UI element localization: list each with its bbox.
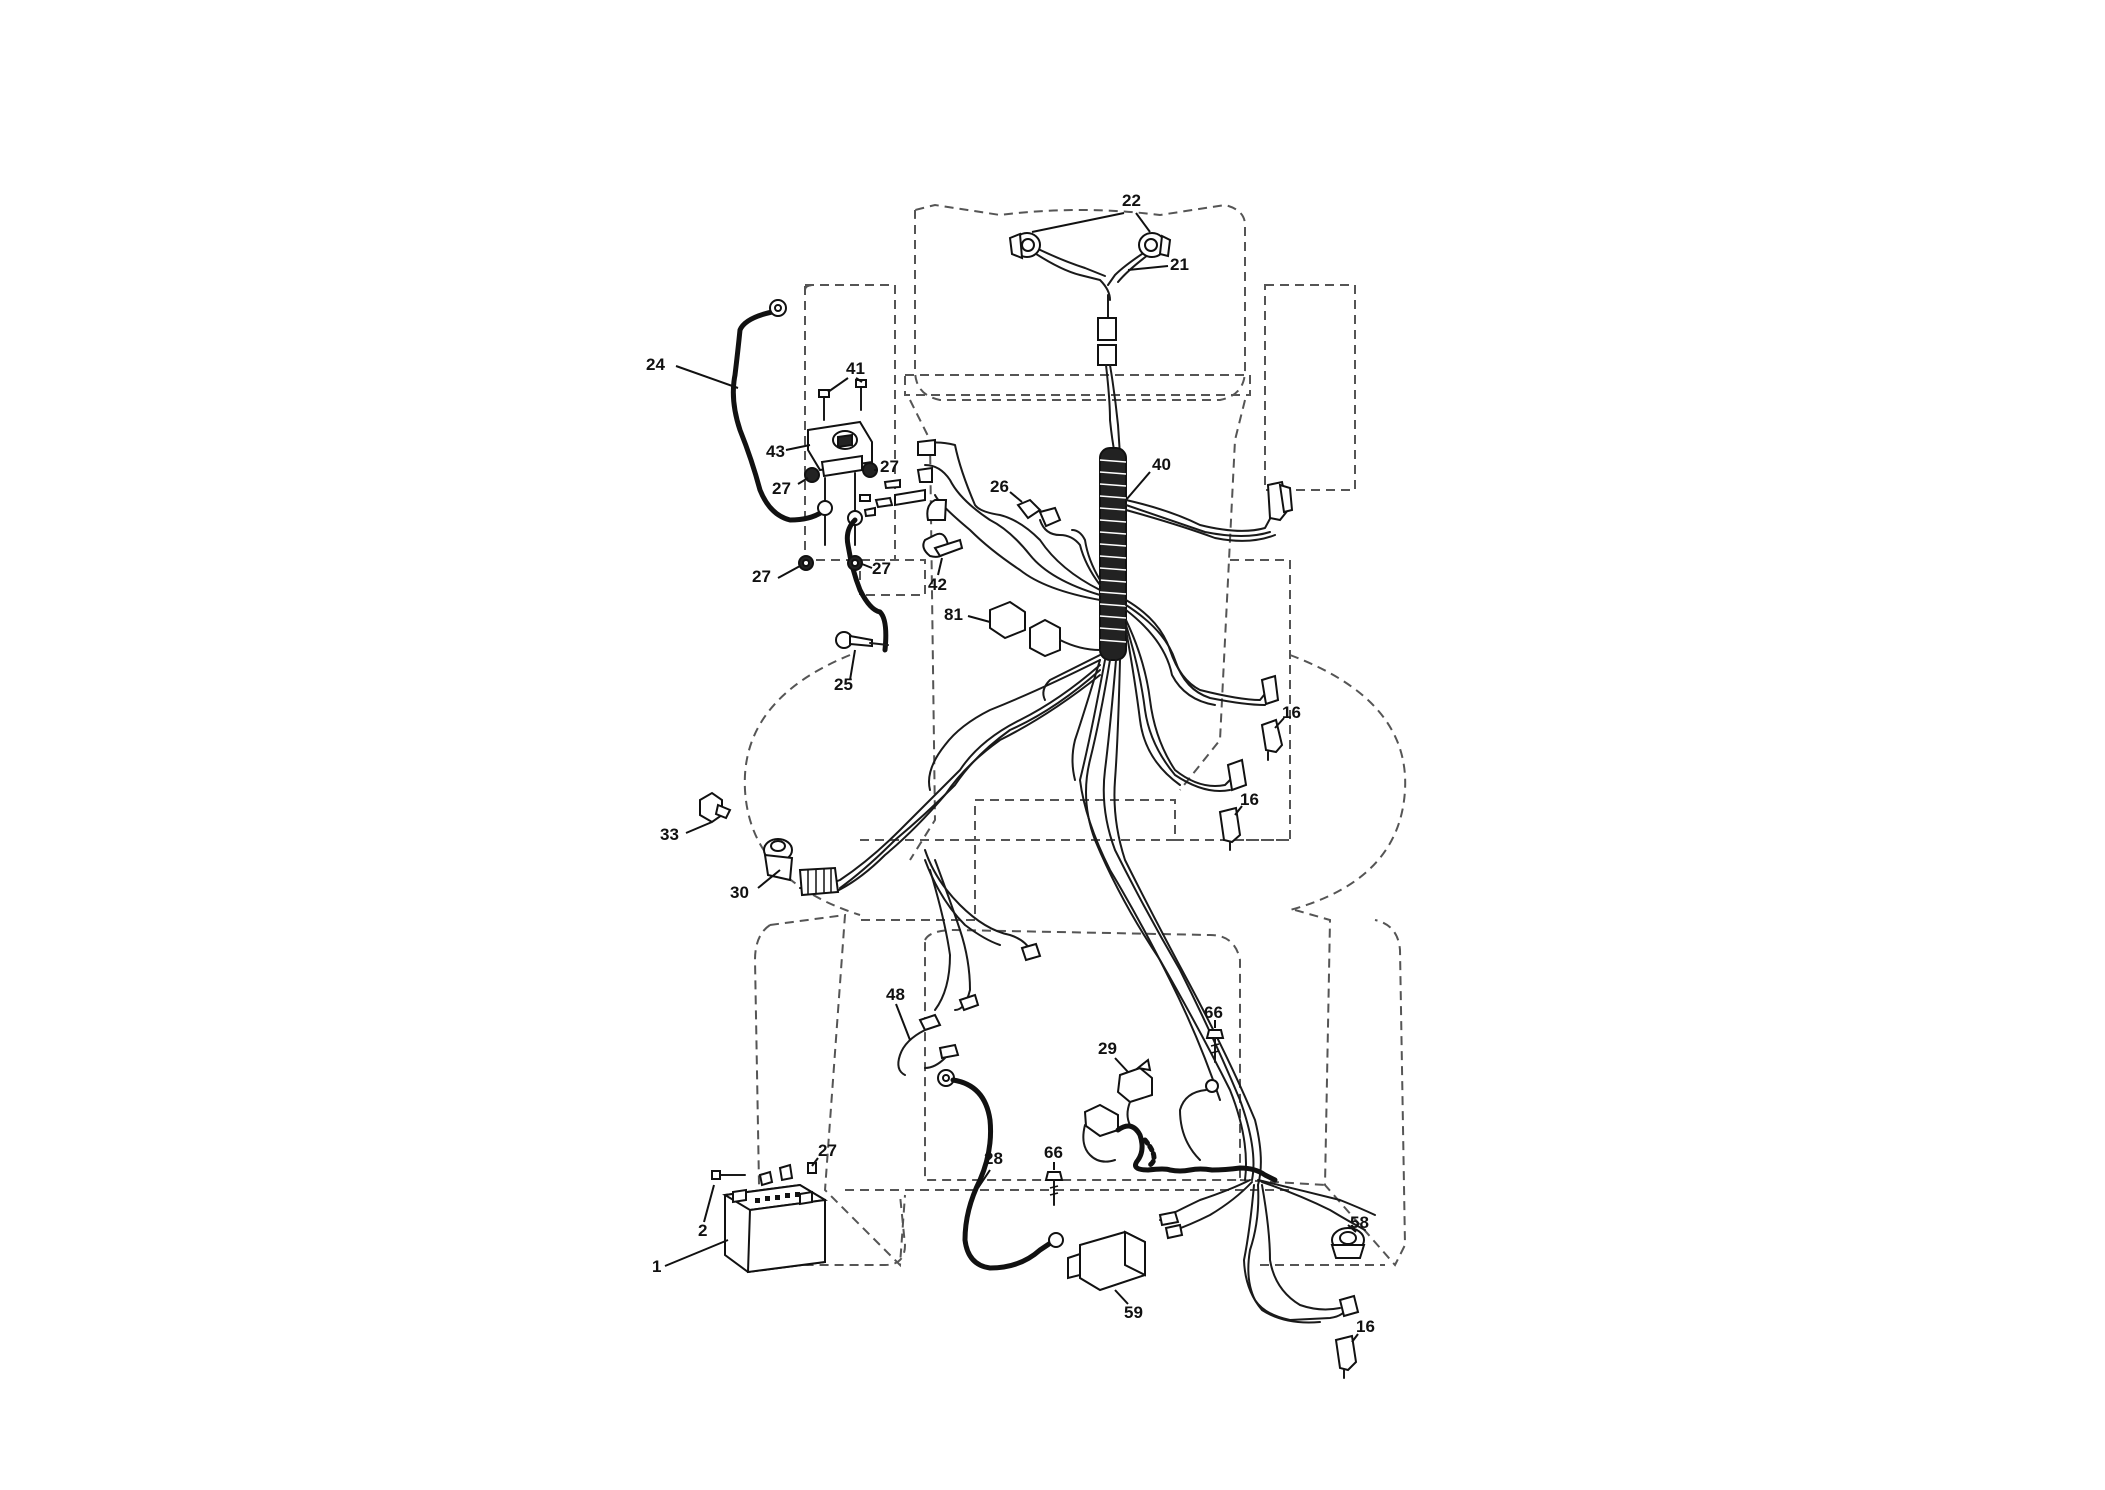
relay-81 (989, 600, 1101, 658)
callout-16-a: 16 (1282, 703, 1301, 722)
leader-2 (703, 1184, 715, 1223)
terminals-48 (897, 942, 1042, 1076)
callout-27-d: 27 (872, 559, 891, 578)
leader-22a (1031, 212, 1125, 233)
headlight-right (1138, 232, 1172, 258)
callout-30: 30 (730, 883, 749, 902)
callout-22: 22 (1122, 191, 1141, 210)
terminal-posts (817, 472, 901, 546)
callout-2: 2 (698, 1221, 707, 1240)
leader-27c (777, 565, 801, 579)
callout-16-c: 16 (1356, 1317, 1375, 1336)
battery-bolt-2 (711, 1170, 746, 1180)
callout-41: 41 (846, 359, 865, 378)
headlight-harness (1029, 244, 1149, 456)
solenoid-screws-41 (818, 379, 867, 421)
callout-27-b: 27 (880, 457, 899, 476)
leader-33 (685, 821, 713, 834)
nuts-27-lower (798, 555, 863, 571)
connector-16c (1334, 1334, 1358, 1379)
callout-81: 81 (944, 605, 963, 624)
switch-58 (1330, 1227, 1366, 1259)
callout-labels: 22 21 24 41 43 27 27 27 27 25 26 40 42 8… (646, 191, 1375, 1336)
cable-25 (835, 517, 889, 653)
leader-58 (1347, 1224, 1357, 1233)
leader-24 (675, 365, 739, 389)
leader-21 (1127, 265, 1169, 271)
bolt-66-left (1044, 1171, 1064, 1206)
callout-58: 58 (1350, 1213, 1369, 1232)
callout-1: 1 (652, 1257, 661, 1276)
battery-cable-24 (730, 299, 825, 523)
battery-nut-27 (807, 1162, 817, 1174)
callout-29: 29 (1098, 1039, 1117, 1058)
connector-16b (1218, 806, 1242, 851)
solenoid-43 (807, 420, 873, 478)
leader-43 (785, 444, 811, 451)
callout-24: 24 (646, 355, 665, 374)
harness-branch-right-upper (1125, 480, 1294, 542)
harness-bottom-branches (1158, 1179, 1376, 1324)
leader-81 (967, 615, 991, 623)
coil-lead (1115, 1123, 1278, 1183)
ground-cable-28 (937, 1069, 1064, 1271)
leader-41a (827, 377, 849, 393)
ignition-switch-30 (763, 838, 840, 897)
leader-48 (895, 1003, 911, 1041)
callout-40: 40 (1152, 455, 1171, 474)
callout-25: 25 (834, 675, 853, 694)
leader-41b (855, 377, 863, 383)
callout-48: 48 (886, 985, 905, 1004)
leader-25 (849, 649, 856, 681)
headlight-left (1008, 232, 1041, 260)
key-33 (699, 791, 732, 824)
harness-lower-branches (799, 599, 1280, 1186)
leader-42 (937, 557, 943, 576)
main-harness-coil (1099, 447, 1127, 661)
module-29 (1082, 1058, 1153, 1163)
leader-16a (1274, 717, 1285, 729)
callout-43: 43 (766, 442, 785, 461)
leader-27a (797, 477, 809, 485)
callout-66-a: 66 (1044, 1143, 1063, 1162)
leader-29 (1114, 1057, 1129, 1073)
nuts-27-upper (804, 462, 878, 483)
callout-21: 21 (1170, 255, 1189, 274)
leader-16c (1351, 1333, 1359, 1343)
leader-27e (811, 1157, 819, 1167)
leader-27d (861, 563, 873, 569)
connector-26 (1016, 498, 1062, 528)
callout-27-e: 27 (818, 1141, 837, 1160)
callout-26: 26 (990, 477, 1009, 496)
leader-40 (1125, 471, 1151, 501)
leader-30 (757, 869, 781, 889)
callout-16-b: 16 (1240, 790, 1259, 809)
harness-branch-left-upper (916, 438, 1101, 601)
callout-27-a: 27 (772, 479, 791, 498)
bolt-66-right (1179, 1029, 1225, 1161)
tractor-outline (743, 203, 1407, 1268)
leader-28 (977, 1169, 991, 1189)
leader-16b (1234, 805, 1243, 816)
leader-22b (1135, 212, 1151, 233)
connector-16a (1260, 718, 1284, 761)
callout-33: 33 (660, 825, 679, 844)
bracket-42 (894, 488, 964, 558)
module-59 (1067, 1230, 1146, 1292)
callout-59: 59 (1124, 1303, 1143, 1322)
leader-59 (1114, 1289, 1129, 1305)
leader-1 (664, 1239, 729, 1267)
callout-27-c: 27 (752, 567, 771, 586)
callout-66-b: 66 (1204, 1003, 1223, 1022)
battery-1 (722, 1163, 828, 1274)
callout-42: 42 (928, 575, 947, 594)
callout-28: 28 (984, 1149, 1003, 1168)
leader-26 (1009, 491, 1023, 503)
